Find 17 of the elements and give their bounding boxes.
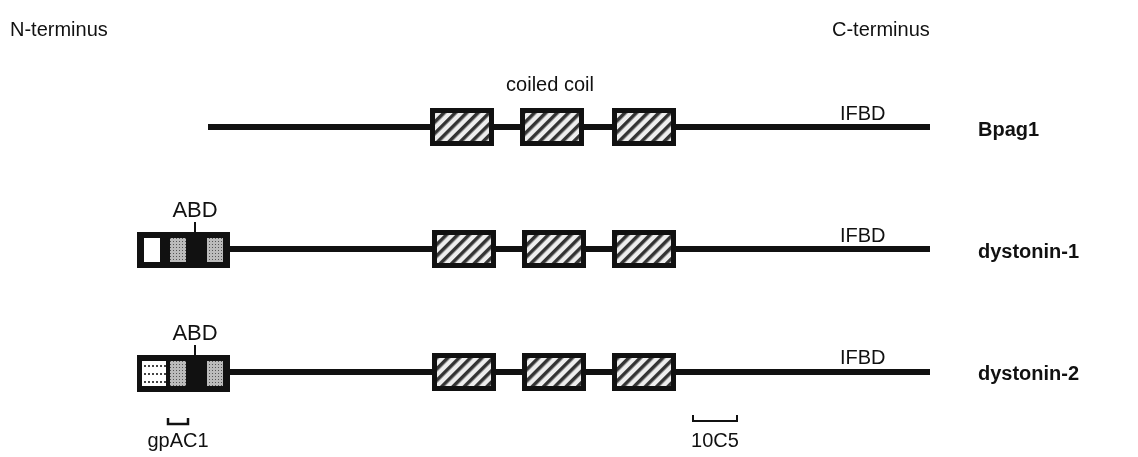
terminus-label: C-terminus <box>832 18 930 40</box>
protein-name: Bpag1 <box>978 118 1040 140</box>
domain-box <box>137 355 230 392</box>
leader-line <box>194 344 196 356</box>
domain-label: IFBD <box>840 102 886 124</box>
terminus-label: N-terminus <box>10 18 108 40</box>
domain-label: IFBD <box>840 224 886 246</box>
protein-name: dystonin-1 <box>978 240 1080 262</box>
domain-label: coiled coil <box>506 73 594 95</box>
domain-label: ABD <box>172 198 218 222</box>
domain-label: IFBD <box>840 346 886 368</box>
domain-label: ABD <box>172 321 218 345</box>
antibody-label: 10C5 <box>691 429 739 451</box>
domain-box <box>137 232 230 268</box>
protein-name: dystonin-2 <box>978 362 1080 384</box>
leader-line <box>194 221 196 233</box>
antibody-label: gpAC1 <box>147 429 209 451</box>
